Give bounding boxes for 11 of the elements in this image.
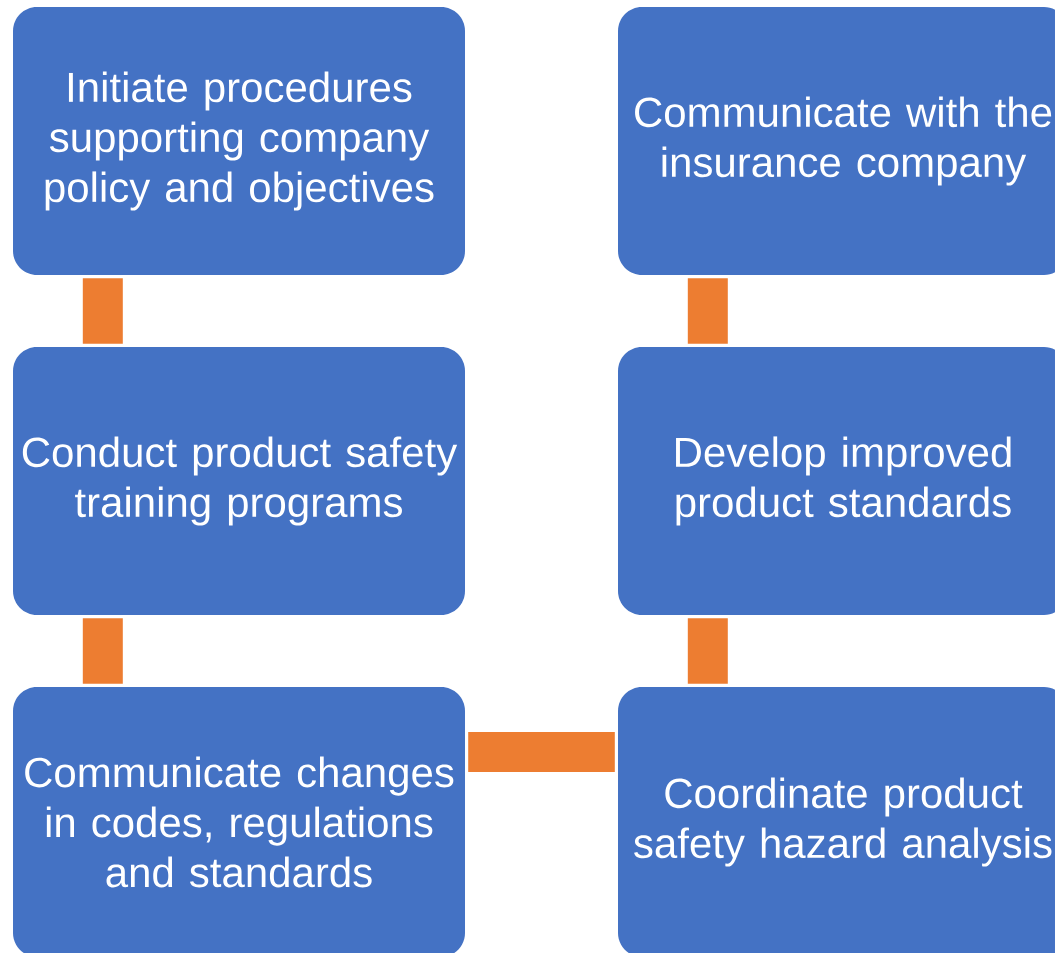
connector-bar bbox=[468, 732, 615, 772]
process-box: Initiate procedures supporting company policy and objectives bbox=[13, 7, 465, 275]
process-box: Develop improved product standards bbox=[618, 347, 1055, 615]
process-box: Communicate changes in codes, regulations and standards bbox=[13, 687, 465, 953]
process-box: Conduct product safety training programs bbox=[13, 347, 465, 615]
process-box: Coordinate product safety hazard analysis bbox=[618, 687, 1055, 953]
connector-bar bbox=[687, 618, 728, 684]
process-box: Communicate with the insurance company bbox=[618, 7, 1055, 275]
connector-bar bbox=[82, 278, 123, 344]
connector-bar bbox=[687, 278, 728, 344]
connector-bar bbox=[82, 618, 123, 684]
